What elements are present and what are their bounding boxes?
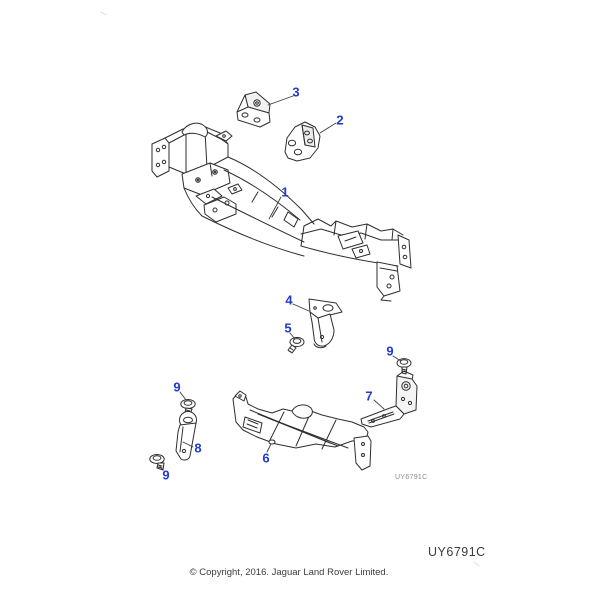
part-7-bracket-drawing [360,370,418,428]
diagram-code-watermark: UY6791C [395,474,428,481]
callout-3[interactable]: 3 [292,84,300,100]
leader-line-3 [267,95,294,106]
callout-7[interactable]: 7 [365,388,373,404]
leader-line-7 [373,399,385,410]
callout-1[interactable]: 1 [281,184,289,200]
part-6-undertray-drawing [232,390,372,471]
part-5-screw-drawing [287,336,305,354]
diagram-code: UY6791C [428,545,486,559]
leader-line-6 [266,443,272,453]
leader-line-9-upper [179,391,187,401]
leader-line-9-right [392,355,402,362]
part-3-bracket-drawing [236,91,271,128]
leader-line-8 [182,441,194,448]
part-4-bracket-drawing [308,298,343,349]
callout-4[interactable]: 4 [285,292,293,308]
leader-line-5 [289,332,296,340]
print-artifact [100,11,107,16]
leader-lines [158,95,402,471]
callout-8[interactable]: 8 [194,440,202,456]
part-2-bracket-drawing [284,121,321,162]
callout-9-upper[interactable]: 9 [173,379,181,395]
leader-line-2 [319,122,337,134]
leader-line-1 [268,196,282,220]
part-8-bracket-drawing [175,411,197,461]
callout-6[interactable]: 6 [262,450,270,466]
part-1-crossmember-drawing [151,122,412,302]
callout-5[interactable]: 5 [284,320,292,336]
copyright-text: © Copyright, 2016. Jaguar Land Rover Lim… [189,567,389,578]
print-artifact [473,561,480,567]
leader-line-9-lower [158,464,164,471]
part-9-screw-right-drawing [396,358,412,375]
callout-2[interactable]: 2 [336,112,344,128]
leader-line-4 [292,303,310,312]
callout-9-lower[interactable]: 9 [162,467,170,483]
callout-9-right[interactable]: 9 [386,343,394,359]
